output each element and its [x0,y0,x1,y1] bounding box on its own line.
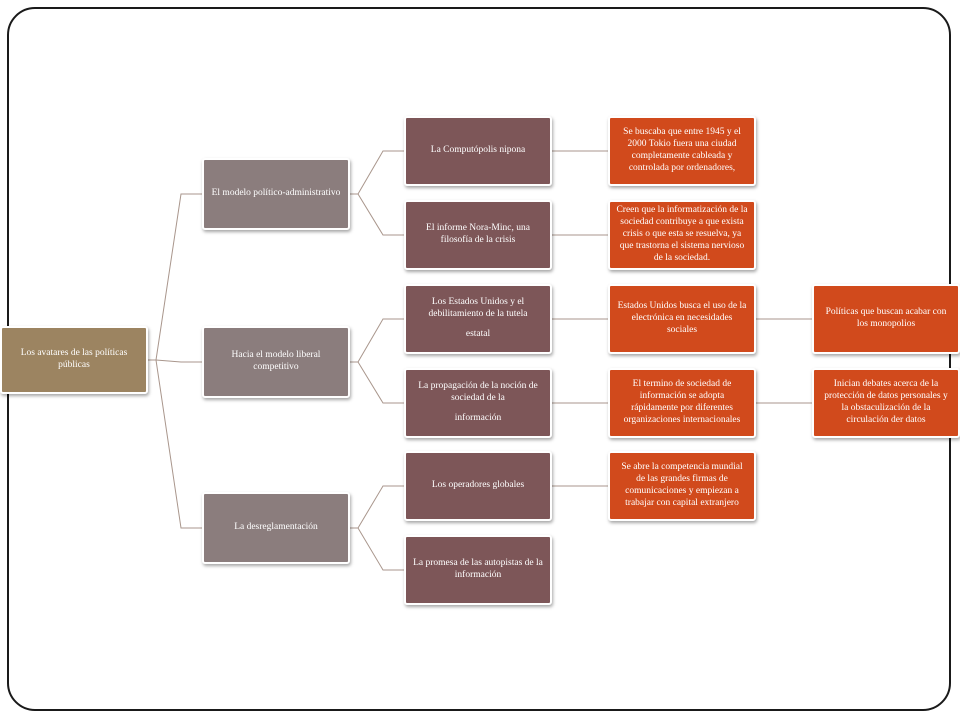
detail-node-label: Se buscaba que entre 1945 y el 2000 Toki… [623,127,741,173]
topic-node-label-line1: Los Estados Unidos y el debilitamiento d… [428,297,528,320]
subdetail-node-monopolios: Políticas que buscan acabar con los mono… [812,284,960,354]
topic-node-text: La propagación de la noción de sociedad … [412,381,544,425]
topic-node-nora-minc: El informe Nora-Minc, una filosofía de l… [404,200,552,270]
topic-node-label: La Computópolis nipona [430,145,526,156]
topic-node-label-line2: estatal [465,328,491,339]
detail-node-estados-unidos: Estados Unidos busca el uso de la electr… [608,284,756,354]
topic-node-computopolis: La Computópolis nipona [404,116,552,186]
root-node: Los avatares de las políticas públicas [0,326,148,394]
topic-node-autopistas: La promesa de las autopistas de la infor… [404,535,552,605]
topic-node-label: La promesa de las autopistas de la infor… [413,558,543,580]
detail-node-sociedad-informacion: El termino de sociedad de información se… [608,368,756,438]
detail-node-label: Creen que la informatización de la socie… [616,205,748,263]
detail-node-label: Estados Unidos busca el uso de la electr… [617,301,747,335]
branch-node-label: El modelo político-administrativo [211,188,341,199]
topic-node-text: Los Estados Unidos y el debilitamiento d… [412,297,544,341]
detail-node-operadores-globales: Se abre la competencia mundial de las gr… [608,451,756,521]
branch-node-label: La desreglamentación [234,522,318,533]
topic-node-sociedad-informacion: La propagación de la noción de sociedad … [404,368,552,438]
root-node-label: Los avatares de las políticas públicas [20,348,128,370]
topic-node-estados-unidos: Los Estados Unidos y el debilitamiento d… [404,284,552,354]
subdetail-node-label: Inician debates acerca de la protección … [824,379,948,425]
subdetail-node-datos-personales: Inician debates acerca de la protección … [812,368,960,438]
detail-node-nora-minc: Creen que la informatización de la socie… [608,200,756,270]
branch-node-modelo-liberal: Hacia el modelo liberal competitivo [202,326,350,398]
topic-node-operadores-globales: Los operadores globales [404,451,552,521]
detail-node-label: El termino de sociedad de información se… [623,379,741,425]
topic-node-label-line2: información [454,412,502,423]
branch-node-modelo-politico: El modelo político-administrativo [202,158,350,230]
branch-node-label: Hacia el modelo liberal competitivo [231,350,321,372]
detail-node-computopolis: Se buscaba que entre 1945 y el 2000 Toki… [608,116,756,186]
topic-node-label-line1: La propagación de la noción de sociedad … [418,381,538,404]
topic-node-label: Los operadores globales [431,480,525,491]
subdetail-node-label: Políticas que buscan acabar con los mono… [825,307,947,329]
slide-frame [7,7,951,711]
branch-node-desreglamentacion: La desreglamentación [202,492,350,564]
topic-node-label: El informe Nora-Minc, una filosofía de l… [426,223,530,245]
detail-node-label: Se abre la competencia mundial de las gr… [621,462,743,508]
